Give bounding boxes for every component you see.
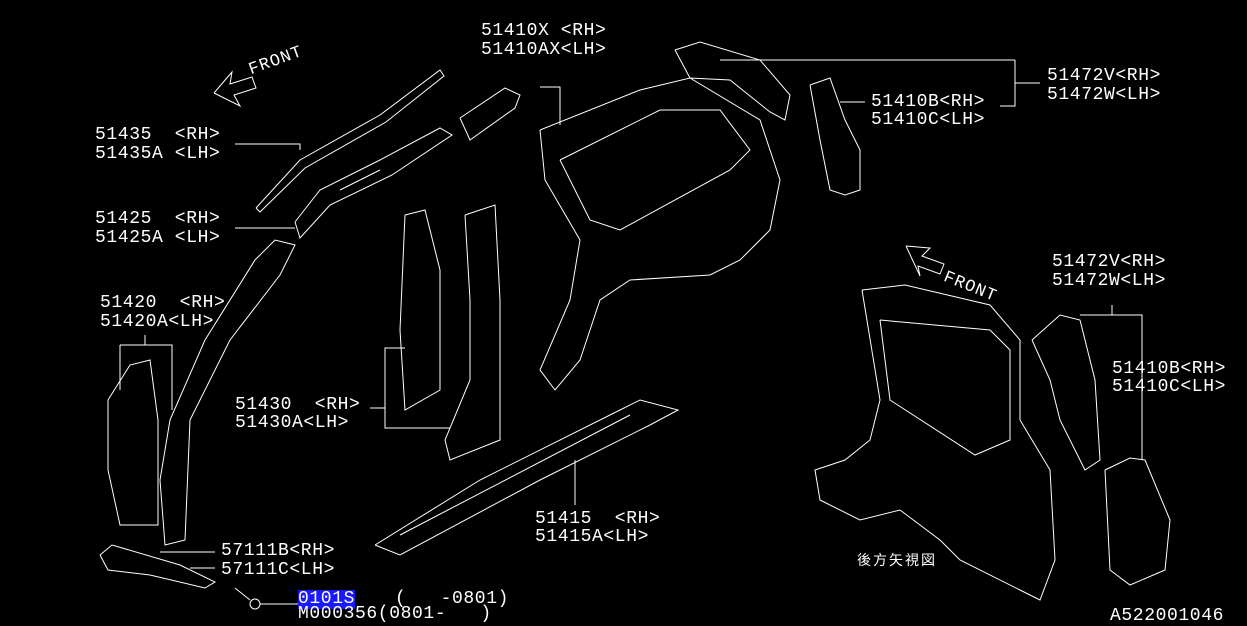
part-51415-drawing [374, 399, 680, 556]
label-57111b-rh[interactable]: 57111B<RH> [221, 541, 336, 561]
label-51425-rh[interactable]: 51425 <RH> [95, 209, 221, 229]
part-51410b-drawing [809, 77, 861, 196]
label-51435-rh[interactable]: 51435 <RH> [95, 125, 221, 145]
label-51420-rh[interactable]: 51420 <RH> [100, 293, 226, 313]
diagram-id: A522001046 [1110, 606, 1225, 626]
front-arrow-icon-rear [905, 245, 945, 277]
label-51472w-lh-rear[interactable]: 51472W<LH> [1052, 271, 1167, 291]
label-0101s-selected[interactable]: 0101S [298, 589, 356, 609]
label-51430a-lh[interactable]: 51430A<LH> [235, 413, 350, 433]
rear-view-caption: 後方矢視図 [857, 553, 937, 569]
front-arrow-icon [213, 70, 257, 108]
label-51410b-rh-rear[interactable]: 51410B<RH> [1112, 359, 1227, 379]
part-51430-drawing [399, 204, 501, 461]
bolt-icon [234, 587, 298, 610]
label-51435a-lh[interactable]: 51435A <LH> [95, 144, 221, 164]
part-51472v-drawing [674, 41, 791, 121]
leader-lines [119, 59, 1143, 569]
label-51415a-lh[interactable]: 51415A<LH> [535, 527, 650, 547]
label-51415-rh[interactable]: 51415 <RH> [535, 509, 661, 529]
part-51425-drawing [294, 127, 453, 239]
label-51410x-rh[interactable]: 51410X <RH> [481, 21, 607, 41]
part-51410x-drawing [459, 77, 781, 391]
label-51410ax-lh[interactable]: 51410AX<LH> [481, 40, 607, 60]
label-51472w-lh[interactable]: 51472W<LH> [1047, 85, 1162, 105]
label-51472v-rh[interactable]: 51472V<RH> [1047, 66, 1162, 86]
label-57111c-lh[interactable]: 57111C<LH> [221, 560, 336, 580]
label-m000356[interactable]: M000356(0801- ) [298, 604, 492, 624]
label-51430-rh[interactable]: 51430 <RH> [235, 395, 361, 415]
part-51435-drawing [255, 69, 445, 213]
part-57111-drawing [99, 544, 217, 589]
part-51420-drawing [107, 239, 296, 546]
label-51410c-lh-rear[interactable]: 51410C<LH> [1112, 377, 1227, 397]
label-51472v-rh-rear[interactable]: 51472V<RH> [1052, 252, 1167, 272]
label-0101s-range: ( -0801) [395, 589, 510, 609]
label-51410c-lh[interactable]: 51410C<LH> [871, 110, 986, 130]
rear-view-drawing [814, 284, 1171, 601]
label-51420a-lh[interactable]: 51420A<LH> [100, 312, 215, 332]
label-51425a-lh[interactable]: 51425A <LH> [95, 228, 221, 248]
label-51410b-rh[interactable]: 51410B<RH> [871, 92, 986, 112]
